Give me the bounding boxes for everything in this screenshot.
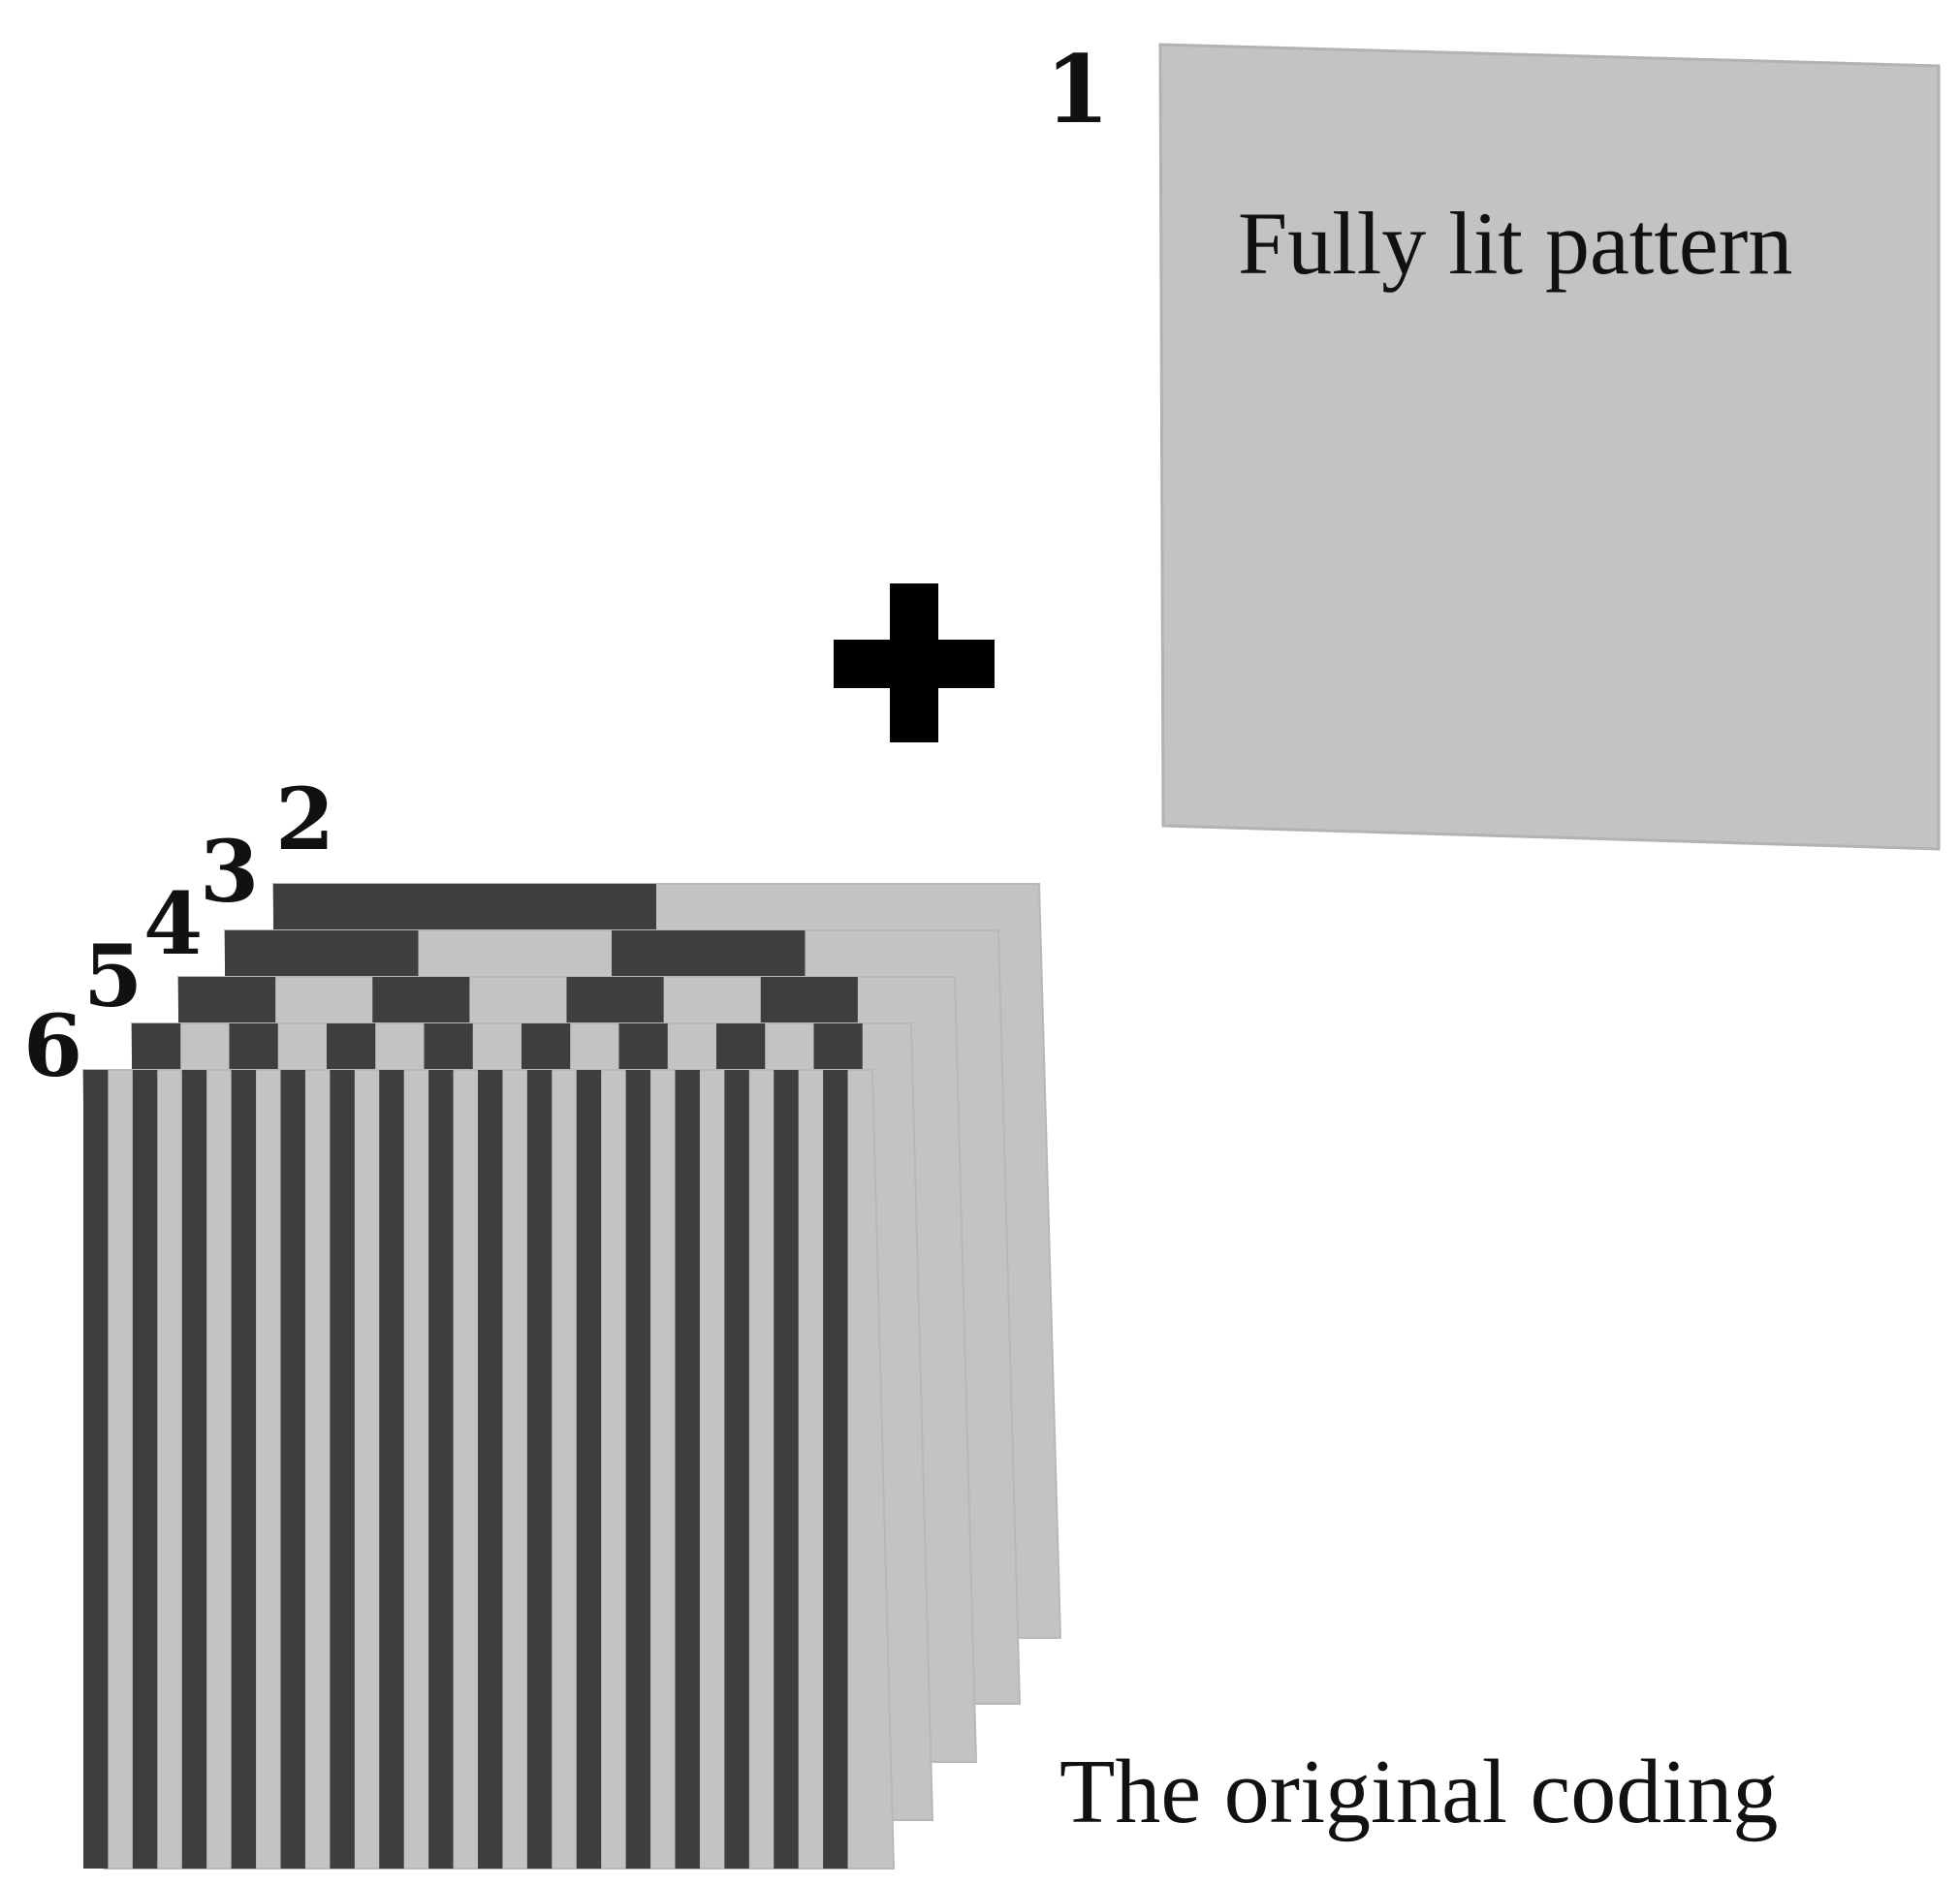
dark-stripe (823, 1070, 848, 1869)
dark-stripe (83, 1070, 109, 1869)
dark-stripe (280, 1070, 305, 1869)
dark-stripe (526, 1070, 553, 1869)
dark-stripe (675, 1070, 700, 1869)
dark-stripe (724, 1070, 749, 1869)
pattern-number-4: 4 (143, 873, 203, 974)
fully-lit-label: Fully lit pattern (1238, 194, 1792, 293)
fully-lit-pattern: Fully lit pattern 1 (1045, 35, 1941, 851)
plus-icon (834, 583, 995, 742)
coding-pattern-numbers: 2 3 4 5 6 (23, 769, 334, 1096)
dark-stripe (330, 1070, 355, 1869)
coding-pattern-stack (81, 883, 1062, 1870)
fully-lit-panel (1158, 43, 1941, 851)
pattern-number-2: 2 (275, 769, 334, 869)
dark-stripe (231, 1070, 257, 1869)
dark-stripe (576, 1070, 602, 1869)
original-coding-label: The original coding (1059, 1742, 1778, 1842)
dark-stripe (774, 1070, 799, 1869)
pattern-number-1: 1 (1045, 35, 1110, 144)
dark-stripe (379, 1070, 404, 1869)
dark-stripe (181, 1070, 207, 1869)
pattern-number-6: 6 (23, 995, 82, 1096)
coding-pattern-6 (81, 1069, 896, 1870)
dark-stripe (478, 1070, 503, 1869)
dark-stripe (625, 1070, 651, 1869)
dark-stripe (428, 1070, 454, 1869)
dark-stripe (132, 1070, 158, 1869)
pattern-number-3: 3 (200, 821, 259, 922)
pattern-number-5: 5 (83, 926, 142, 1026)
